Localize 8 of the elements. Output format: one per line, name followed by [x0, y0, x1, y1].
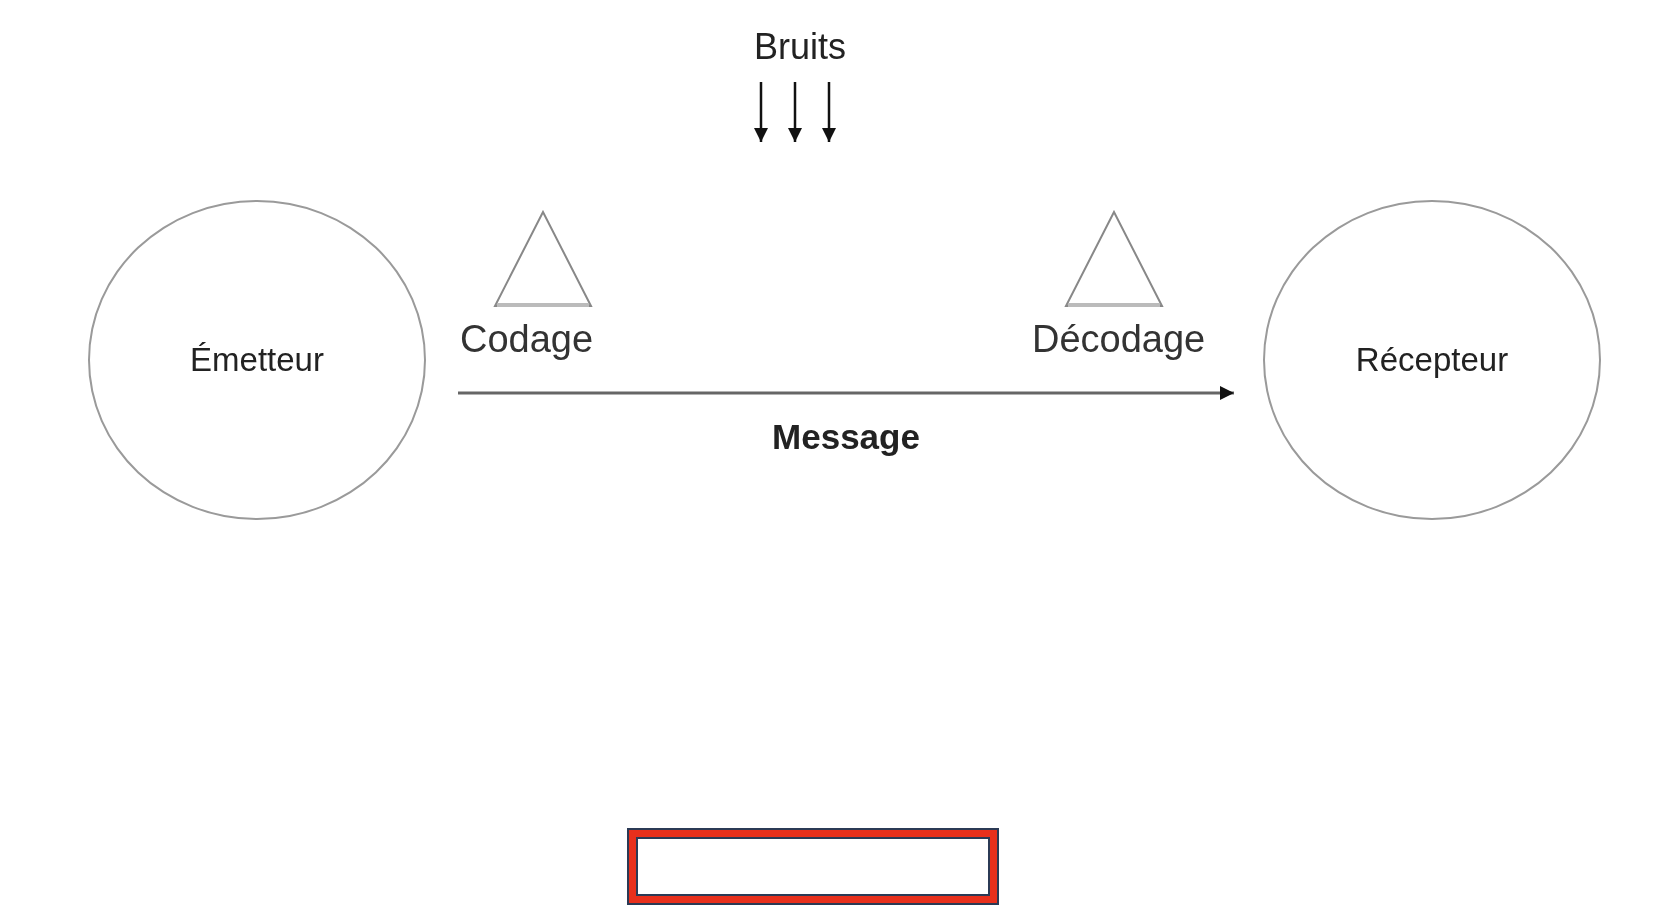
circle-node	[1263, 200, 1601, 520]
node-label: Émetteur	[190, 341, 324, 379]
empty-frame	[627, 828, 999, 905]
node-label: Décodage	[1032, 318, 1206, 361]
node-label: Bruits	[754, 26, 846, 68]
node-label: Codage	[460, 318, 594, 361]
circle-node	[88, 200, 426, 520]
node-label: Récepteur	[1355, 341, 1509, 379]
